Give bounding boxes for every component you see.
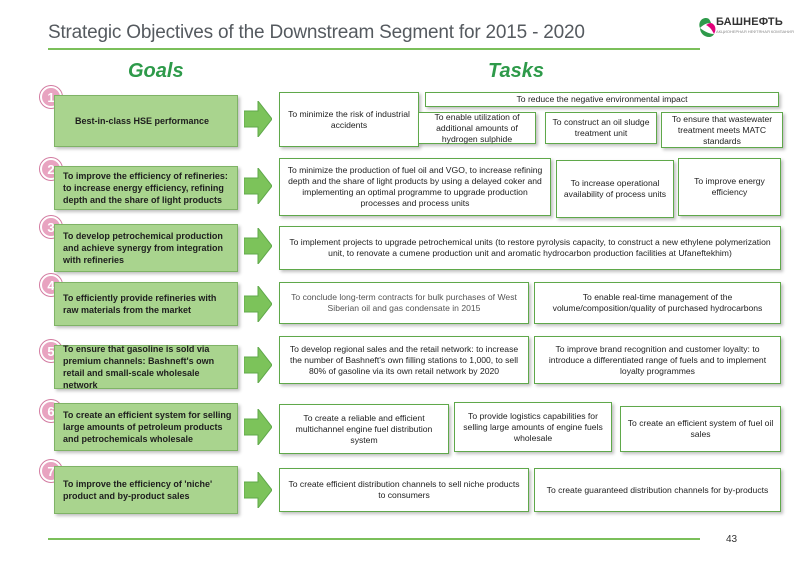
- task-box: To create a reliable and efficient multi…: [279, 404, 449, 454]
- task-box: To develop regional sales and the retail…: [279, 336, 529, 384]
- right-arrow-icon: [244, 101, 272, 137]
- goal-box: To improve the efficiency of refineries:…: [54, 166, 238, 210]
- title-divider: [48, 48, 700, 50]
- bashneft-logo-icon: [699, 18, 716, 37]
- right-arrow-icon: [244, 347, 272, 383]
- task-box: To ensure that wastewater treatment meet…: [661, 112, 783, 148]
- logo-wordmark: БАШНЕФТЬ: [716, 16, 783, 28]
- task-box: To enable utilization of additional amou…: [418, 112, 536, 144]
- right-arrow-icon: [244, 228, 272, 264]
- right-arrow-icon: [244, 472, 272, 508]
- goal-box: To ensure that gasoline is sold via prem…: [54, 344, 238, 390]
- task-box: To create an efficient system of fuel oi…: [620, 406, 781, 452]
- right-arrow-icon: [244, 409, 272, 445]
- page-title: Strategic Objectives of the Downstream S…: [48, 22, 585, 43]
- task-box: To increase operational availability of …: [556, 160, 674, 218]
- task-box: To construct an oil sludge treatment uni…: [545, 112, 657, 144]
- task-box: To enable real-time management of the vo…: [534, 282, 781, 324]
- task-box: To minimize the production of fuel oil a…: [279, 158, 551, 216]
- task-box: To improve energy efficiency: [678, 158, 781, 216]
- goals-heading: Goals: [128, 60, 184, 82]
- task-box: To provide logistics capabilities for se…: [454, 402, 612, 452]
- right-arrow-icon: [244, 168, 272, 204]
- logo-tagline: АКЦИОНЕРНАЯ НЕФТЯНАЯ КОМПАНИЯ: [716, 29, 794, 34]
- right-arrow-icon: [244, 286, 272, 322]
- task-box: To create guaranteed distribution channe…: [534, 468, 781, 512]
- task-box: To implement projects to upgrade petroch…: [279, 226, 781, 270]
- goal-box: To efficiently provide refineries with r…: [54, 282, 238, 326]
- goal-box: To improve the efficiency of 'niche' pro…: [54, 466, 238, 514]
- goal-box: Best-in-class HSE performance: [54, 95, 238, 147]
- tasks-heading: Tasks: [488, 60, 544, 82]
- task-box: To minimize the risk of industrial accid…: [279, 92, 419, 147]
- task-box: To create efficient distribution channel…: [279, 468, 529, 512]
- task-box: To conclude long-term contracts for bulk…: [279, 282, 529, 324]
- task-box: To reduce the negative environmental imp…: [425, 92, 779, 107]
- page-number: 43: [726, 534, 738, 545]
- footer-divider: [48, 538, 700, 540]
- goal-box: To develop petrochemical production and …: [54, 224, 238, 272]
- goal-box: To create an efficient system for sellin…: [54, 403, 238, 451]
- task-box: To improve brand recognition and custome…: [534, 336, 781, 384]
